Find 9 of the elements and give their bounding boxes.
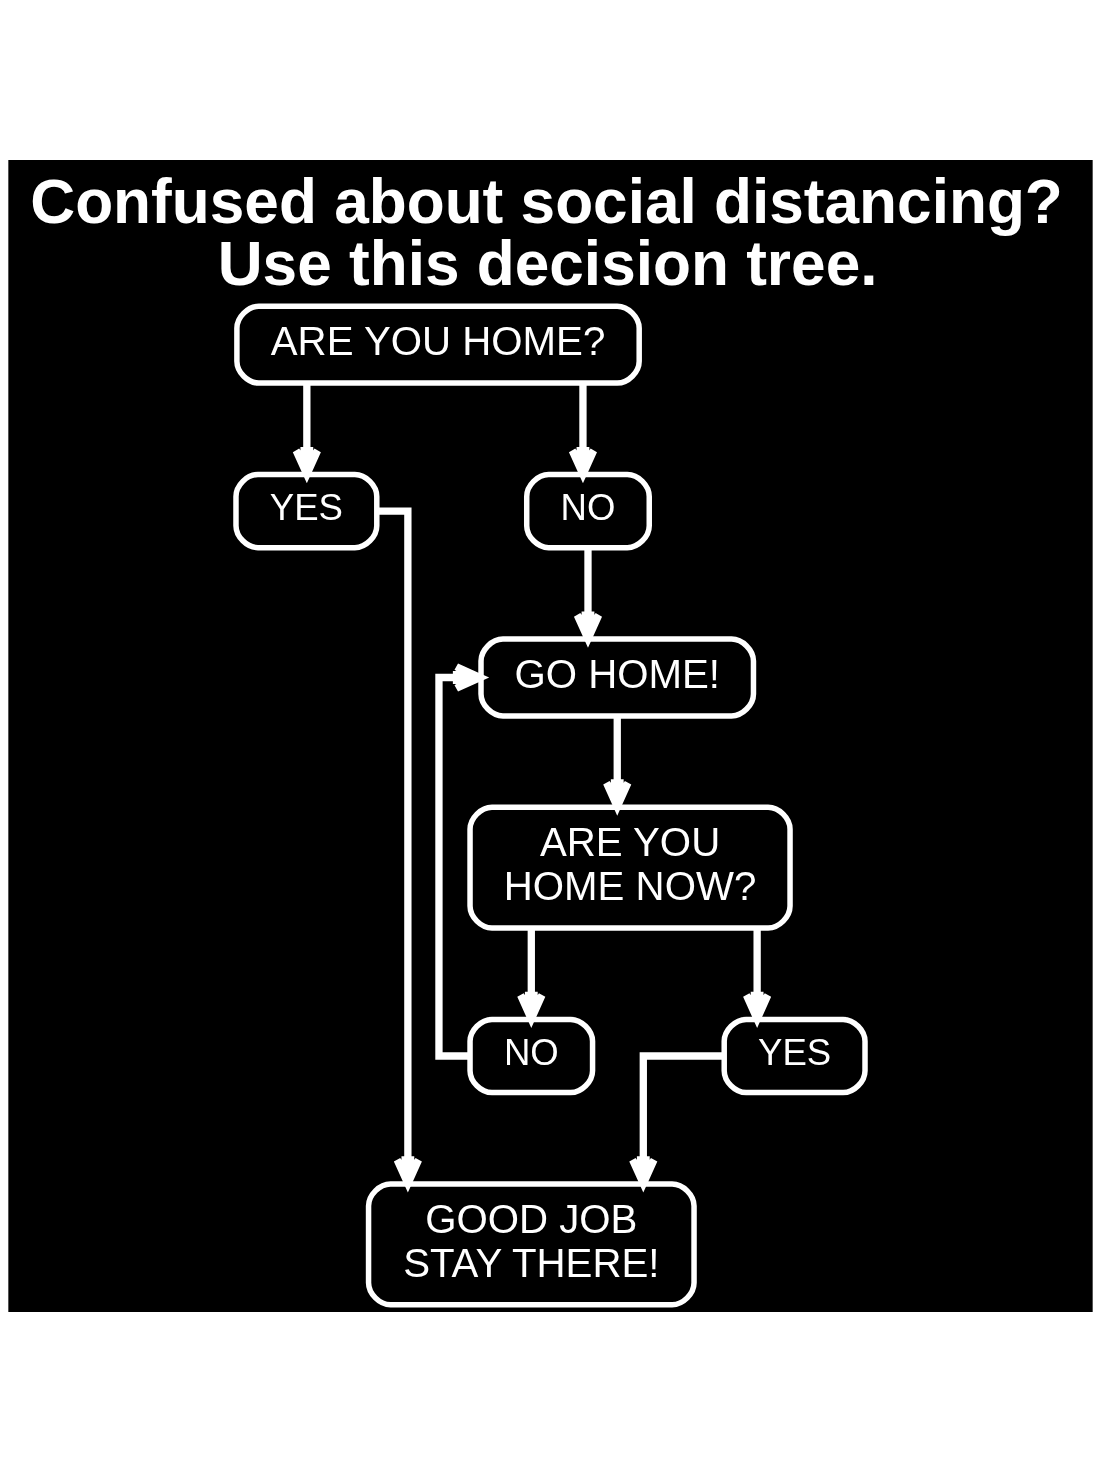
node-box: YES [721, 1016, 868, 1096]
node-box: GO HOME! [478, 636, 757, 719]
node-box: YES [233, 471, 380, 551]
node-box: NO [524, 471, 652, 551]
diagram-title: Confused about social distancing? Use this decision tree. [30, 166, 1063, 298]
node-box: GOOD JOB STAY THERE! [365, 1181, 697, 1308]
node-box: ARE YOU HOME? [234, 303, 642, 386]
node-box: ARE YOU HOME NOW? [467, 804, 793, 931]
node-box: NO [467, 1016, 596, 1096]
